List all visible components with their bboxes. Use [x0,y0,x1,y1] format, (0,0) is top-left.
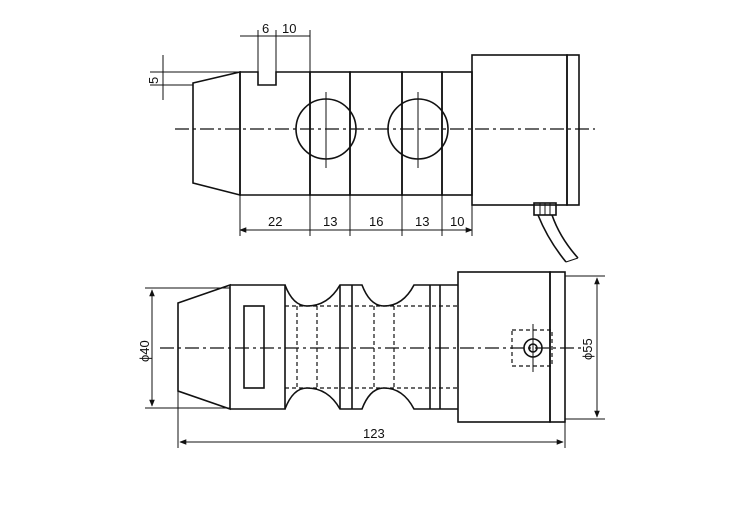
seg-dim-5: 10 [450,214,464,229]
bottom-view: ϕ40 ϕ55 123 [137,271,605,448]
cable-edge-right [551,214,579,259]
bottom-waist-top [284,284,458,307]
top-view: 6 10 5 [146,21,595,263]
dia55-dim-text: ϕ55 [580,338,595,360]
bottom-housing-cap [549,271,566,423]
bottom-window [243,305,265,389]
seg-dim-2: 13 [323,214,337,229]
cable-end [565,257,579,263]
slot-dim-b: 10 [282,21,296,36]
top-neck-1 [309,71,351,196]
top-nose [192,70,241,197]
step-dim-text: 5 [146,77,161,84]
seg-dim-1: 22 [268,214,282,229]
len-dim-text: 123 [363,426,385,441]
seg-dim-3: 16 [369,214,383,229]
bottom-left-body [230,284,286,410]
dia40-dim-text: ϕ40 [137,340,152,362]
top-neck-2 [401,71,443,196]
slot-dim-a: 6 [262,21,269,36]
seg-dim-4: 13 [415,214,429,229]
bottom-nose [177,283,231,411]
cable-edge-left [537,214,567,263]
top-segment-4 [441,71,473,196]
top-housing-cap [566,54,580,206]
top-segment-2 [349,71,403,196]
bottom-waist-bottom [284,387,458,410]
top-housing [471,54,568,206]
top-slotted-block [239,71,311,196]
